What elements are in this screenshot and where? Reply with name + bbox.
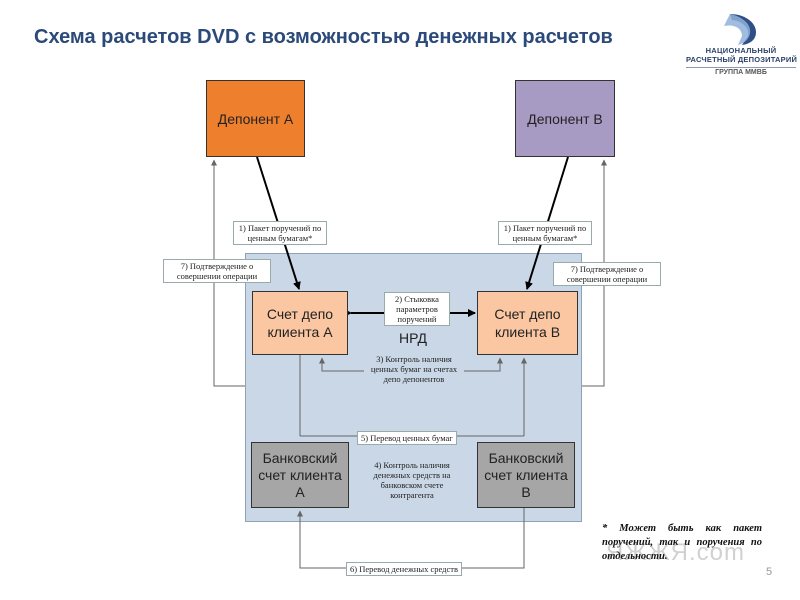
step-1-label-b: 1) Пакет поручений по ценным бумагам* <box>498 221 592 245</box>
depo-account-a-box: Счет депо клиента А <box>252 291 348 355</box>
arrow-cash-transfer <box>297 508 525 569</box>
deponent-a-box: Депонент А <box>206 80 305 157</box>
step-7-label-a: 7) Подтверждение о совершении операции <box>163 259 271 283</box>
logo-line-3: ГРУППА ММВБ <box>686 67 796 76</box>
watermark: ЯЖЖЯ.com <box>606 539 745 566</box>
page-title: Схема расчетов DVD с возможностью денежн… <box>34 26 613 48</box>
step-7-label-b: 7) Подтверждение о совершении операции <box>553 262 661 286</box>
nrd-logo-mark-icon <box>724 14 756 45</box>
arrow-confirm-b <box>582 159 607 387</box>
step-3-label: 3) Контроль наличия ценных бумаг на счет… <box>364 354 464 384</box>
bank-account-a-box: Банковский счет клиента А <box>251 442 349 508</box>
step-4-label: 4) Контроль наличия денежных средств на … <box>360 460 464 500</box>
depo-account-b-box: Счет депо клиента В <box>477 291 578 355</box>
arrow-confirm-a <box>211 159 245 387</box>
nrd-label: НРД <box>399 330 427 346</box>
deponent-b-box: Депонент В <box>515 80 615 157</box>
page-number: 5 <box>766 566 773 578</box>
bank-account-b-box: Банковский счет клиента В <box>477 442 575 508</box>
nrd-logo: НАЦИОНАЛЬНЫЙ РАСЧЕТНЫЙ ДЕПОЗИТАРИЙ ГРУПП… <box>686 12 798 78</box>
footnote: * Может быть как пакет поручений, так и … <box>602 523 762 562</box>
step-1-label-a: 1) Пакет поручений по ценным бумагам* <box>233 221 327 245</box>
step-6-label: 6) Перевод денежных средств <box>346 562 462 576</box>
logo-line-2: РАСЧЕТНЫЙ ДЕПОЗИТАРИЙ <box>686 55 798 64</box>
step-5-label: 5) Перевод ценных бумаг <box>357 431 457 445</box>
step-2-label: 2) Стыковка параметров поручений <box>384 292 450 326</box>
logo-line-1: НАЦИОНАЛЬНЫЙ <box>705 46 777 55</box>
